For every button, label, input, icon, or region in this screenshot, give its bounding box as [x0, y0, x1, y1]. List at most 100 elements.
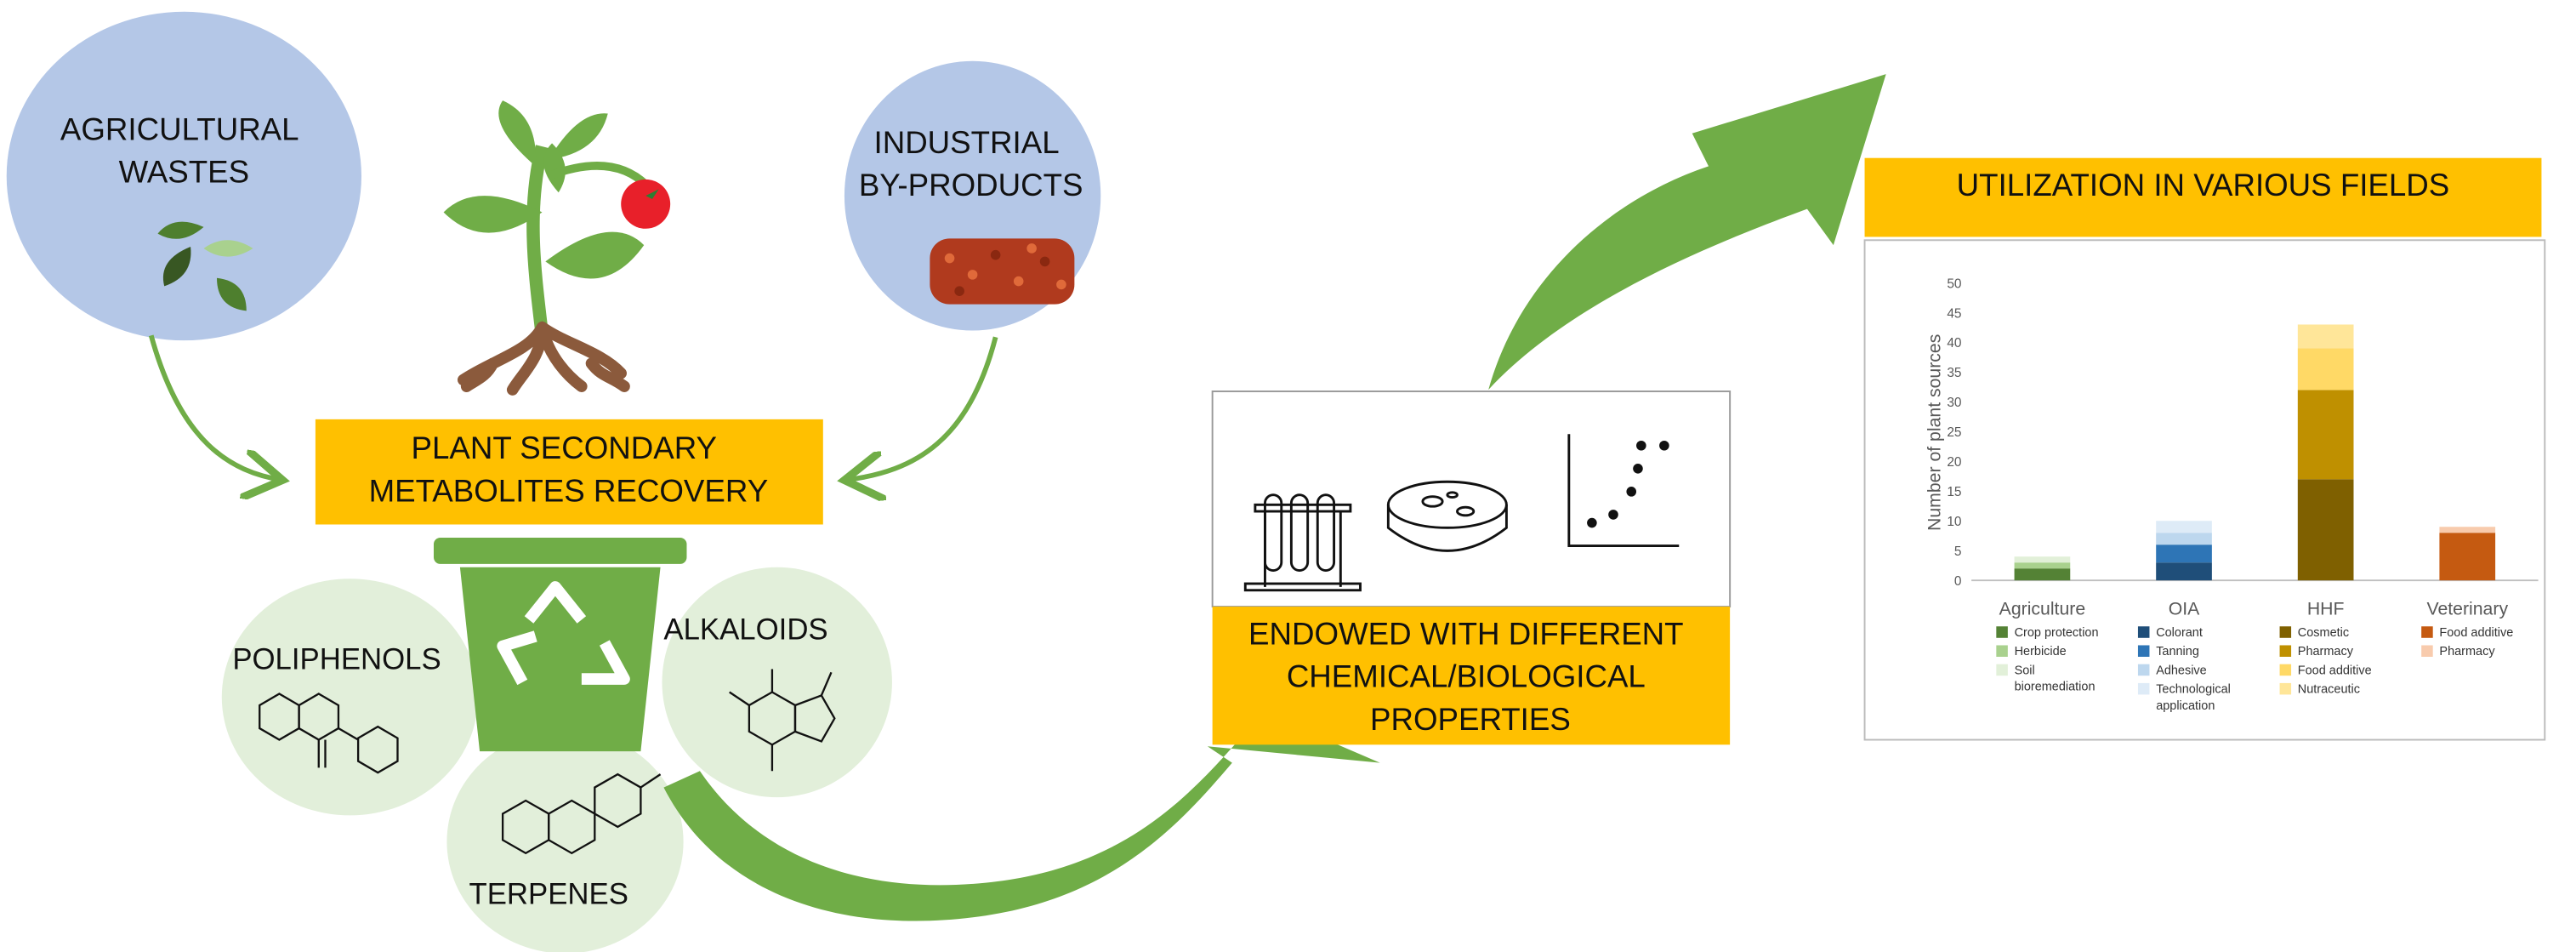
industrial-byproducts-line-2: BY-PRODUCTS — [859, 168, 1083, 202]
legend-label: Pharmacy — [2298, 645, 2354, 658]
properties-line-3: PROPERTIES — [1370, 702, 1571, 737]
utilization-header: UTILIZATION IN VARIOUS FIELDS — [1864, 157, 2542, 237]
legend-label: bioremediation — [2015, 681, 2095, 694]
test-tubes-icon — [1243, 493, 1362, 592]
bar-segment — [2156, 544, 2212, 563]
legend-swatch — [1996, 664, 2008, 676]
properties-to-utilization-arrow — [1488, 74, 1886, 390]
petri-dish-icon — [1386, 480, 1508, 552]
legend-label: Cosmetic — [2298, 626, 2349, 640]
legend-label: Soil — [2015, 664, 2035, 677]
x-category-label: Veterinary — [2426, 599, 2508, 619]
properties-line-2: CHEMICAL/BIOLOGICAL — [1287, 659, 1646, 694]
pomace-icon — [930, 238, 1075, 305]
legend-swatch — [2137, 664, 2150, 676]
legend-swatch — [2137, 645, 2150, 657]
flavone-structure-icon — [259, 693, 399, 774]
legend-label: Food additive — [2439, 626, 2513, 640]
bar-segment — [2297, 324, 2354, 349]
svg-text:INDUSTRIAL BY-PRODUCTS: INDUSTRIAL BY-PRODUCTS — [859, 125, 1083, 202]
legend-swatch — [2137, 626, 2150, 638]
recycle-arrows-icon — [497, 581, 630, 686]
recycle-bin-icon — [433, 537, 687, 752]
legend-swatch — [1996, 626, 2008, 638]
leaves-icon — [157, 221, 253, 311]
bar-segment — [2156, 533, 2212, 545]
x-category-label: OIA — [2169, 599, 2200, 619]
bar-segment — [2014, 568, 2071, 581]
svg-text:AGRICULTURAL WASTES: AGRICULTURAL WASTES — [60, 111, 308, 189]
y-tick-label: 35 — [1947, 366, 1961, 380]
legend-swatch — [2421, 626, 2433, 638]
bar-segment — [2156, 562, 2212, 581]
recovery-line-1: PLANT SECONDARY — [412, 430, 718, 465]
bar-segment — [2297, 348, 2354, 390]
caffeine-structure-icon — [729, 669, 836, 772]
legend-label: Technological — [2156, 682, 2231, 696]
utilization-title: UTILIZATION IN VARIOUS FIELDS — [1957, 168, 2450, 202]
bar-segment — [2156, 521, 2212, 533]
alkaloids-label: ALKALOIDS — [663, 614, 827, 647]
svg-text:ENDOWED WITH DIFFERENT C: ENDOWED WITH DIFFERENT CHEMICAL/BIOLOGIC… — [1248, 617, 1692, 737]
agricultural-wastes-line-1: AGRICULTURAL — [60, 111, 299, 146]
agri-to-recovery-arrow — [148, 334, 283, 480]
bar-segment — [2014, 556, 2071, 563]
bar-segment — [2297, 479, 2354, 581]
legend-label: Adhesive — [2156, 664, 2207, 677]
legend-label: Herbicide — [2015, 645, 2067, 658]
legend-label: Food additive — [2298, 664, 2372, 677]
y-tick-label: 20 — [1947, 455, 1961, 470]
legend-label: application — [2156, 699, 2215, 713]
agricultural-wastes-circle: AGRICULTURAL WASTES — [6, 11, 361, 341]
bar-segment — [2014, 562, 2071, 569]
terpene-structure-icon — [501, 772, 662, 855]
legend-swatch — [2279, 664, 2292, 676]
properties-box: ENDOWED WITH DIFFERENT CHEMICAL/BIOLOGIC… — [1212, 607, 1731, 745]
bar-segment — [2297, 390, 2354, 480]
industrial-byproducts-circle: INDUSTRIAL BY-PRODUCTS — [844, 60, 1101, 331]
plant-icon — [443, 100, 671, 396]
recovery-line-2: METABOLITES RECOVERY — [369, 473, 769, 508]
agricultural-wastes-line-2: WASTES — [119, 155, 250, 190]
bar-segment — [2439, 527, 2496, 533]
y-tick-label: 5 — [1954, 544, 1962, 559]
y-tick-label: 50 — [1947, 276, 1961, 291]
legend-label: Colorant — [2156, 626, 2203, 640]
legend-label: Crop protection — [2015, 626, 2099, 640]
polyphenols-label: POLIPHENOLS — [232, 643, 441, 676]
y-tick-label: 40 — [1947, 336, 1961, 351]
legend-label: Pharmacy — [2439, 645, 2495, 658]
terpenes-label: TERPENES — [469, 879, 628, 911]
x-category-label: Agriculture — [1999, 599, 2086, 619]
y-axis-label: Number of plant sources — [1924, 334, 1944, 531]
legend-swatch — [2279, 682, 2292, 695]
legend-swatch — [2421, 645, 2433, 657]
legend-label: Tanning — [2156, 645, 2199, 658]
y-tick-label: 15 — [1947, 485, 1961, 499]
industrial-byproducts-line-1: INDUSTRIAL — [874, 125, 1060, 160]
bar-segment — [2439, 533, 2496, 581]
properties-line-1: ENDOWED WITH DIFFERENT — [1248, 617, 1684, 652]
industrial-to-recovery-arrow — [844, 336, 998, 480]
y-tick-label: 45 — [1947, 306, 1961, 321]
y-tick-label: 0 — [1954, 574, 1962, 589]
legend-swatch — [2279, 645, 2292, 657]
y-tick-label: 25 — [1947, 425, 1961, 440]
recovery-box: PLANT SECONDARY METABOLITES RECOVERY — [315, 419, 823, 525]
legend-swatch — [1996, 645, 2008, 657]
alkaloids-circle: ALKALOIDS — [662, 567, 892, 798]
x-category-label: HHF — [2307, 599, 2345, 619]
y-tick-label: 30 — [1947, 396, 1961, 410]
y-tick-label: 10 — [1947, 515, 1961, 529]
legend-swatch — [2137, 682, 2150, 695]
legend-label: Nutraceutic — [2298, 682, 2360, 696]
legend-swatch — [2279, 626, 2292, 638]
properties-panel — [1211, 390, 1732, 608]
scatter-plot-icon — [1567, 434, 1680, 548]
polyphenols-circle: POLIPHENOLS — [221, 579, 479, 816]
terpenes-circle: TERPENES — [446, 729, 684, 952]
svg-text:PLANT SECONDARY METABOLI: PLANT SECONDARY METABOLITES RECOVERY — [369, 430, 769, 508]
